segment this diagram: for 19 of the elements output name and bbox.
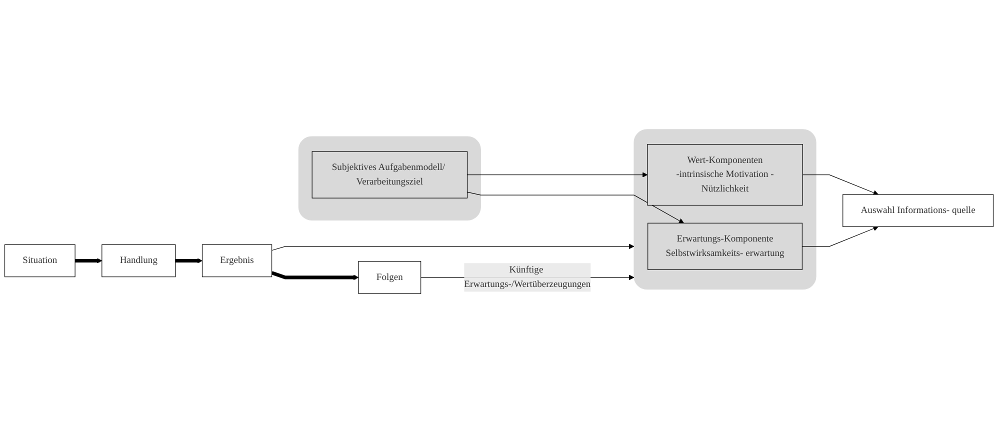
arrow (175, 258, 202, 264)
cluster (298, 136, 481, 220)
arrow (466, 172, 648, 178)
node-box: Ergebnis (202, 244, 272, 278)
node-box: Situation (4, 244, 76, 278)
arrow (466, 192, 684, 224)
arrow (802, 226, 878, 247)
cluster (634, 129, 816, 290)
node-box: Subjektives Aufgabenmodell/ Verarbeitungsziel (312, 151, 468, 198)
arrow (272, 244, 634, 251)
node-box: Wert-Komponenten -intrinsische Motivation -Nützlichkeit (647, 144, 803, 206)
node-box: Auswahl Informations- quelle (842, 194, 994, 228)
arrow (271, 271, 359, 280)
arrow (75, 258, 102, 264)
node-box: Handlung (102, 244, 176, 278)
arrow (802, 174, 878, 196)
node-box: Erwartungs-Komponente Selbstwirksamkeits- erwartung (648, 222, 802, 270)
edge-label: Künftige Erwartungs-/Wertüberzeugungen (464, 264, 591, 290)
node-box: Folgen (358, 261, 422, 294)
